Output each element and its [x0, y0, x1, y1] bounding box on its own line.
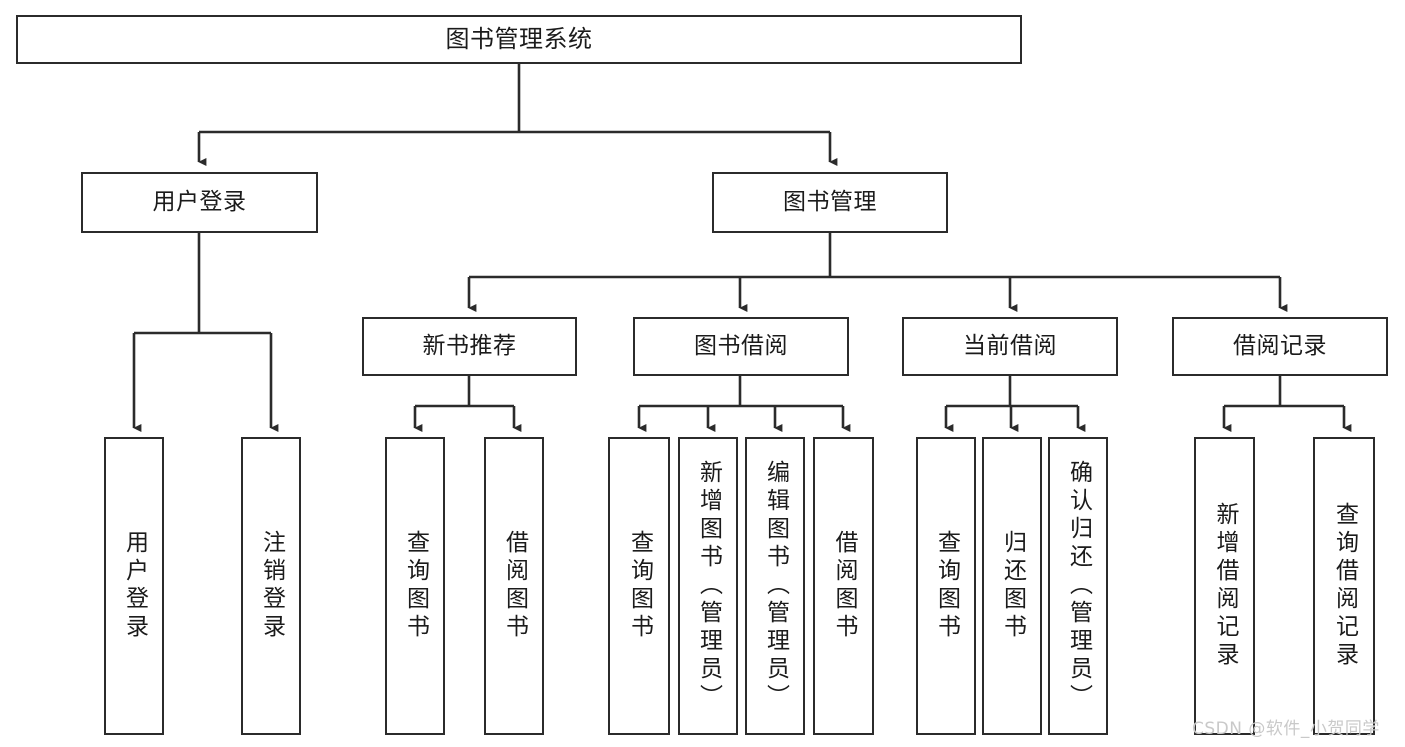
leaf-edit-book-admin[interactable]: 编辑图书（管理员）	[745, 437, 805, 735]
node-label: 查询图书	[402, 530, 429, 642]
node-label: 图书借阅	[694, 332, 788, 359]
leaf-query-book-current[interactable]: 查询图书	[916, 437, 976, 735]
node-label: 借阅图书	[831, 530, 857, 642]
node-label: 查询图书	[626, 530, 653, 642]
node-label: 注销登录	[258, 530, 285, 642]
leaf-add-book-admin[interactable]: 新增图书（管理员）	[678, 437, 738, 735]
leaf-return-book[interactable]: 归还图书	[982, 437, 1042, 735]
leaf-borrow-book-recommend[interactable]: 借阅图书	[484, 437, 544, 735]
csdn-watermark: CSDN @软件_小贺同学	[1192, 719, 1380, 739]
node-label: 查询借阅记录	[1331, 502, 1358, 670]
leaf-query-book-borrow[interactable]: 查询图书	[608, 437, 670, 735]
leaf-confirm-return-admin[interactable]: 确认归还（管理员）	[1048, 437, 1108, 735]
node-label: 确认归还（管理员）	[1065, 460, 1092, 712]
node-label: 借阅记录	[1233, 332, 1327, 359]
node-label: 借阅图书	[501, 530, 528, 642]
node-label: 新增借阅记录	[1212, 502, 1238, 670]
node-label: 新书推荐	[422, 332, 517, 359]
node-label: 新增图书（管理员）	[695, 460, 722, 712]
node-label: 当前借阅	[963, 332, 1057, 359]
leaf-borrow-book[interactable]: 借阅图书	[813, 437, 874, 735]
leaf-add-borrow-record[interactable]: 新增借阅记录	[1194, 437, 1255, 735]
node-label: 编辑图书（管理员）	[762, 460, 789, 712]
node-new-book-recommend[interactable]: 新书推荐	[362, 317, 577, 376]
node-label: 用户登录	[121, 530, 148, 642]
node-label: 用户登录	[152, 188, 247, 215]
leaf-user-logout[interactable]: 注销登录	[241, 437, 301, 735]
node-label: 查询图书	[933, 530, 960, 642]
node-user-login[interactable]: 用户登录	[81, 172, 318, 233]
node-label: 图书管理系统	[445, 25, 593, 54]
node-current-borrow[interactable]: 当前借阅	[902, 317, 1118, 376]
node-book-management[interactable]: 图书管理	[712, 172, 948, 233]
leaf-query-borrow-record[interactable]: 查询借阅记录	[1313, 437, 1375, 735]
node-label: 归还图书	[999, 530, 1026, 642]
leaf-query-book-recommend[interactable]: 查询图书	[385, 437, 445, 735]
leaf-user-login[interactable]: 用户登录	[104, 437, 164, 735]
node-book-borrow[interactable]: 图书借阅	[633, 317, 849, 376]
node-borrow-record[interactable]: 借阅记录	[1172, 317, 1388, 376]
node-root-book-management-system[interactable]: 图书管理系统	[16, 15, 1022, 64]
node-label: 图书管理	[783, 188, 877, 215]
